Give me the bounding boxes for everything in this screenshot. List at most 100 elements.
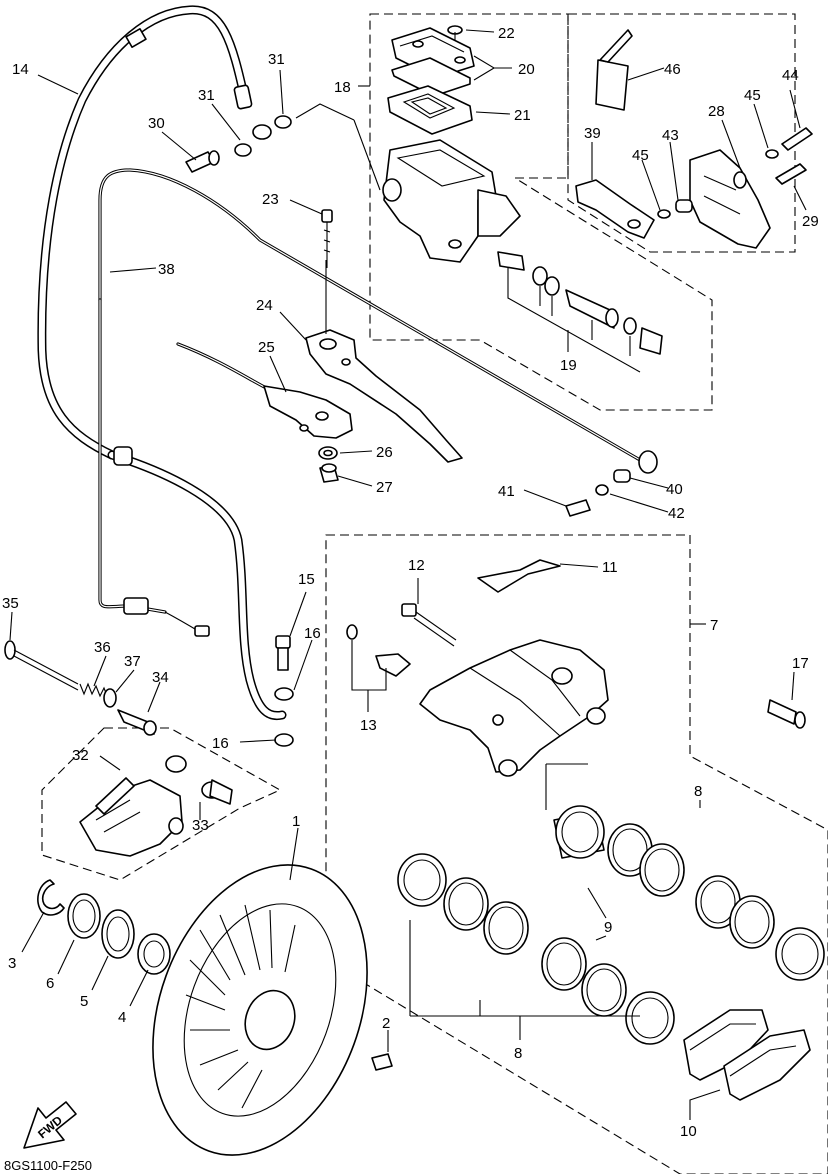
nut-27 xyxy=(319,463,339,483)
washer-45-left xyxy=(657,209,671,219)
seal-9-lower-d xyxy=(581,963,627,1017)
washer-31-a xyxy=(234,143,252,157)
brake-hose-14 xyxy=(37,5,253,460)
seal-9-upper-b xyxy=(639,843,685,897)
caliper-32 xyxy=(79,777,184,857)
callout-46: 46 xyxy=(664,61,681,78)
brake-lever-24 xyxy=(305,329,463,463)
fwd-arrow-icon: FWD xyxy=(23,1101,77,1149)
screw-22 xyxy=(447,25,463,40)
callout-2: 2 xyxy=(382,1015,390,1032)
brake-pad-10-a xyxy=(683,1009,769,1081)
callout-39: 39 xyxy=(584,125,601,142)
callout-30: 30 xyxy=(148,115,165,132)
piston-8-lower-right xyxy=(625,991,675,1045)
callout-41: 41 xyxy=(498,483,515,500)
callout-15: 15 xyxy=(298,571,315,588)
washer-16-lower xyxy=(274,733,294,747)
caliper-group-outline xyxy=(325,534,828,1174)
callout-34: 34 xyxy=(152,669,169,686)
bolt-23 xyxy=(321,209,333,268)
figure-code: 8GS1100-F250 xyxy=(4,1158,92,1173)
callout-18: 18 xyxy=(334,79,351,96)
reservoir-cap-20 xyxy=(391,27,475,97)
collar-34 xyxy=(117,709,157,736)
seal-9-lower-b xyxy=(483,901,529,955)
callout-22: 22 xyxy=(498,25,515,42)
callout-14: 14 xyxy=(12,61,29,78)
lever-25 xyxy=(176,342,353,439)
bolt-29 xyxy=(775,163,807,185)
lever-39 xyxy=(575,179,655,239)
bearing-5 xyxy=(101,909,135,959)
callout-16-upper: 16 xyxy=(304,625,321,642)
washer-26 xyxy=(318,446,338,460)
callout-40: 40 xyxy=(666,481,683,498)
collar-40 xyxy=(613,469,631,483)
bolt-17 xyxy=(767,699,806,729)
callout-17: 17 xyxy=(792,655,809,672)
callout-42: 42 xyxy=(668,505,685,522)
master-cylinder-group-outline xyxy=(369,13,713,411)
callout-1: 1 xyxy=(292,813,300,830)
brake-pad-10-b xyxy=(723,1029,811,1101)
callout-25: 25 xyxy=(258,339,275,356)
bleeder-13 xyxy=(346,624,411,677)
pin-12 xyxy=(401,603,457,647)
callout-3: 3 xyxy=(8,955,16,972)
piston-8-upper-left xyxy=(553,805,605,859)
callout-8-lower: 8 xyxy=(514,1045,522,1062)
diaphragm-21 xyxy=(387,85,473,135)
callout-6: 6 xyxy=(46,975,54,992)
callout-13: 13 xyxy=(360,717,377,734)
bolt-44 xyxy=(781,127,813,151)
callout-37: 37 xyxy=(124,653,141,670)
brake-hose-lower xyxy=(107,446,287,721)
caliper-body xyxy=(419,639,609,777)
seal-4 xyxy=(137,933,171,975)
banjo-fitting xyxy=(252,124,272,140)
callout-16-lower: 16 xyxy=(212,735,229,752)
circlip-3 xyxy=(37,879,65,916)
washer-37 xyxy=(103,688,117,708)
callout-26: 26 xyxy=(376,444,393,461)
cable-38 xyxy=(98,168,658,637)
callout-38: 38 xyxy=(158,261,175,278)
bolt-41 xyxy=(565,499,591,517)
callout-28: 28 xyxy=(708,103,725,120)
callout-43: 43 xyxy=(662,127,679,144)
seal-9-upper-d xyxy=(729,895,775,949)
master-cylinder-body xyxy=(382,139,521,263)
union-bolt-15 xyxy=(275,635,291,671)
callout-20: 20 xyxy=(518,61,535,78)
callout-23: 23 xyxy=(262,191,279,208)
parking-brake-group-outline xyxy=(41,727,282,881)
brake-disc-1 xyxy=(152,864,368,1156)
callout-4: 4 xyxy=(118,1009,126,1026)
washer-45-right xyxy=(765,149,779,159)
label-46 xyxy=(595,29,633,111)
piston-8-lower-left xyxy=(397,853,447,907)
callout-45-left: 45 xyxy=(632,147,649,164)
spring-36 xyxy=(79,682,109,699)
callout-7: 7 xyxy=(710,617,718,634)
seal-9-lower-a xyxy=(443,877,489,931)
callout-31-left: 31 xyxy=(198,87,215,104)
callout-24: 24 xyxy=(256,297,273,314)
callout-21: 21 xyxy=(514,107,531,124)
callout-36: 36 xyxy=(94,639,111,656)
washer-6 xyxy=(67,893,101,939)
seal-9-lower-c xyxy=(541,937,587,991)
callout-31-right: 31 xyxy=(268,51,285,68)
callout-33: 33 xyxy=(192,817,209,834)
bracket-28 xyxy=(689,149,771,249)
piston-8-upper-right xyxy=(775,927,825,981)
group-outlines xyxy=(41,13,828,1174)
washer-31-b xyxy=(274,115,292,129)
washer-42 xyxy=(595,484,609,496)
bracket-group-outline xyxy=(567,13,796,253)
bolt-30 xyxy=(185,150,220,173)
callout-labels: 1 2 3 4 5 6 7 8 8 9 9 10 11 12 13 14 15 … xyxy=(2,25,819,1140)
bracket-33 xyxy=(165,755,233,805)
